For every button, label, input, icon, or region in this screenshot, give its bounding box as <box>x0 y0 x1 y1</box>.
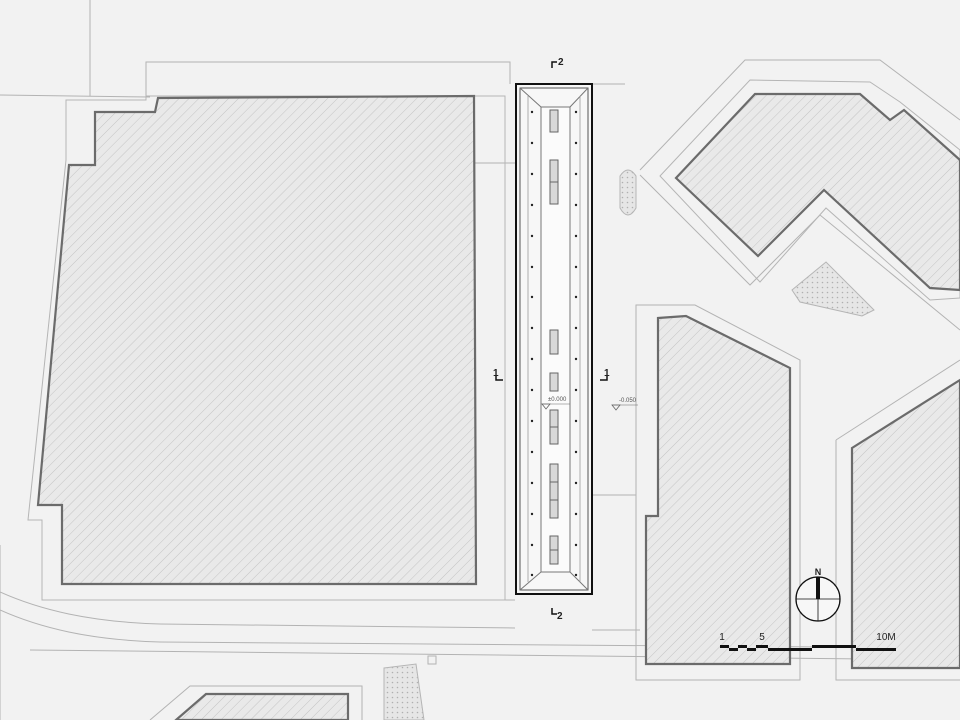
section-mark-top: 2 <box>551 57 564 68</box>
planting-triangle <box>791 261 875 317</box>
column-dot <box>574 419 578 423</box>
column-dot <box>530 265 534 269</box>
column-dot <box>530 141 534 145</box>
column-dot <box>574 450 578 454</box>
bottom-building <box>174 692 350 720</box>
column-dot <box>530 172 534 176</box>
column-dot <box>574 357 578 361</box>
column-dot <box>530 481 534 485</box>
scale-label-5: 5 <box>759 632 765 643</box>
section-mark-left: 1 <box>493 368 503 381</box>
level-marker-inside: ±0.000 <box>541 397 570 410</box>
section-label-bottom: 2 <box>557 611 563 622</box>
section-label-right: 1 <box>604 368 610 379</box>
column-dots <box>530 110 578 577</box>
mid-right-building <box>644 314 792 666</box>
level-label-outside: -0.050 <box>619 398 637 404</box>
column-dot <box>574 512 578 516</box>
column-dot <box>530 357 534 361</box>
column-dot <box>530 419 534 423</box>
level-label-inside: ±0.000 <box>548 397 567 403</box>
level-marker-outside: -0.050 <box>611 398 638 411</box>
column-dot <box>530 326 534 330</box>
column-dot <box>574 326 578 330</box>
far-right-building <box>850 378 960 670</box>
column-dot <box>574 481 578 485</box>
scale-bar: 1 5 10M <box>719 632 896 651</box>
scale-label-10m: 10M <box>876 632 895 643</box>
planting-pill <box>619 169 637 216</box>
column-dot <box>530 203 534 207</box>
column-dot <box>530 450 534 454</box>
column-dot <box>574 388 578 392</box>
chevron-building-plot <box>659 79 960 301</box>
column-dot <box>574 573 578 577</box>
column-dot <box>574 265 578 269</box>
large-building-plot <box>27 95 506 601</box>
column-dot <box>530 110 534 114</box>
section-label-top: 2 <box>558 57 564 68</box>
column-dot <box>530 543 534 547</box>
skylight-panels <box>549 109 559 565</box>
column-dot <box>574 295 578 299</box>
column-dot <box>530 512 534 516</box>
column-dot <box>530 573 534 577</box>
large-building <box>36 94 478 586</box>
column-dot <box>574 203 578 207</box>
column-dot <box>530 295 534 299</box>
compass-north-label: N <box>815 567 822 577</box>
column-dot <box>574 543 578 547</box>
north-arrow-icon: N <box>795 567 841 622</box>
section-mark-bottom: 2 <box>551 608 563 622</box>
column-dot <box>574 234 578 238</box>
column-dot <box>530 234 534 238</box>
column-dot <box>574 141 578 145</box>
section-label-left: 1 <box>493 368 499 379</box>
section-mark-right: 1 <box>600 368 610 381</box>
column-dot <box>530 388 534 392</box>
column-dot <box>574 172 578 176</box>
planting-bottom <box>383 663 425 720</box>
chevron-building <box>674 92 960 292</box>
scale-label-1: 1 <box>719 632 725 643</box>
column-dot <box>574 110 578 114</box>
